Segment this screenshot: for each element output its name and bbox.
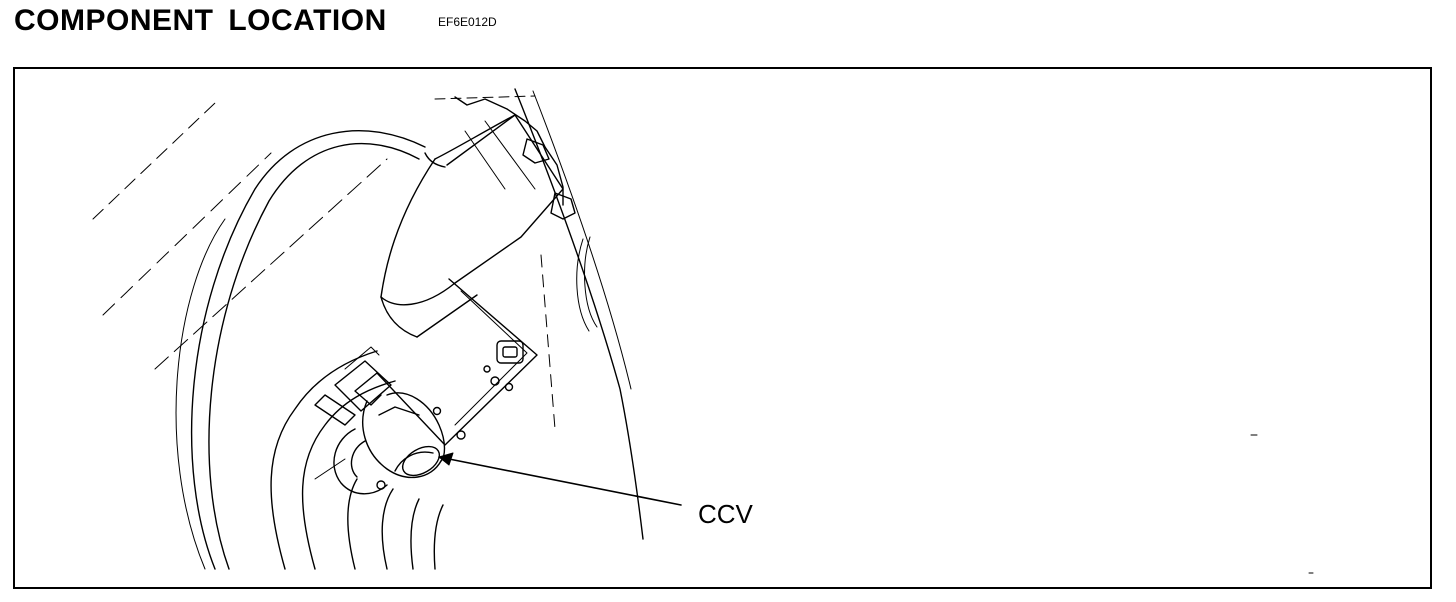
component-illustration (92, 88, 1314, 574)
hoses (175, 130, 444, 570)
intake-tube (380, 114, 564, 338)
figure-code: EF6E012D (438, 15, 497, 29)
scan-marks (1250, 434, 1314, 574)
ccv-callout-label: CCV (698, 499, 753, 529)
ccv-valve (314, 392, 446, 495)
figure-frame: CCV (13, 67, 1432, 589)
valve-bracket (314, 278, 538, 446)
guide-lines (92, 95, 556, 430)
ccv-leader-line (438, 452, 682, 506)
page-title: COMPONENT LOCATION (14, 4, 387, 37)
body-panel (454, 88, 644, 540)
